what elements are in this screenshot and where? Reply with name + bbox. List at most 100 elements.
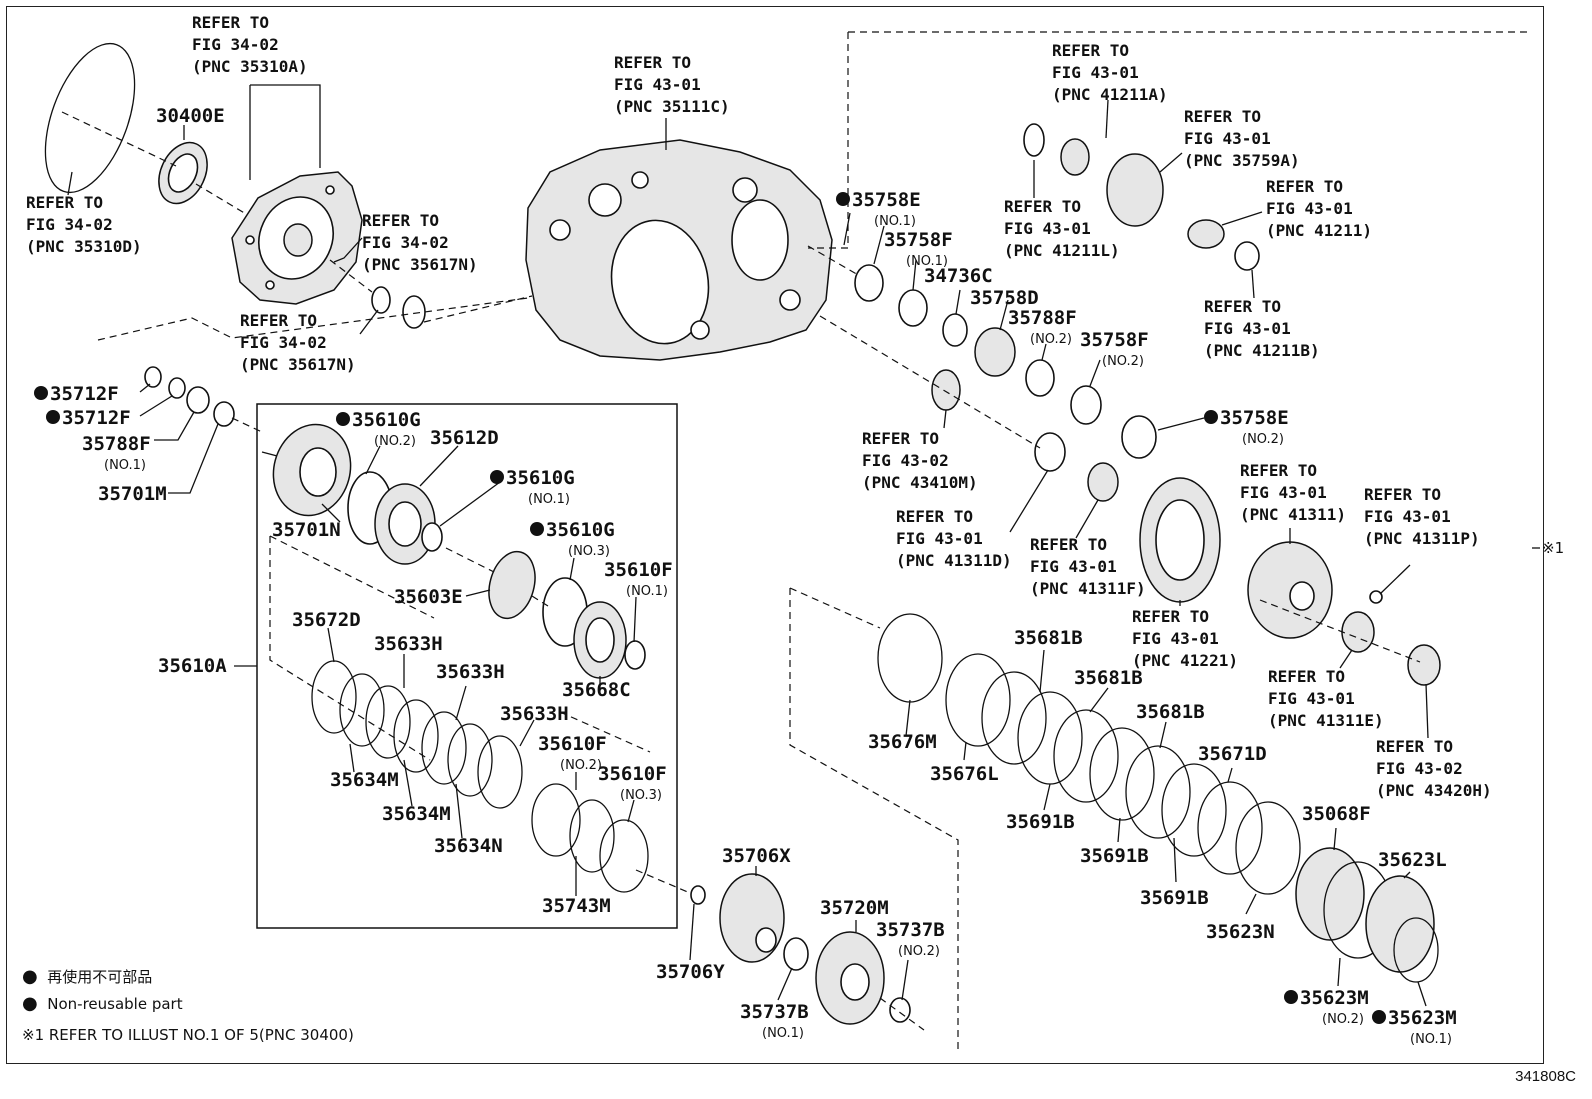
refer-to-line: FIG 43-02: [1376, 759, 1463, 778]
refer-to-line: REFER TO: [362, 211, 439, 230]
part-variant-label: (NO.2): [560, 758, 602, 773]
refer-to-line: FIG 34-02: [362, 233, 449, 252]
part-number-label[interactable]: 35758F: [884, 229, 953, 251]
part-number-label[interactable]: 35623L: [1378, 849, 1447, 871]
part-number-label[interactable]: 35068F: [1302, 803, 1371, 825]
refer-to-line: (PNC 41211L): [1004, 241, 1120, 260]
part-number-label[interactable]: 35691B: [1140, 887, 1209, 909]
part-number-label[interactable]: 35623M: [1388, 1007, 1457, 1029]
refer-to-line: FIG 43-01: [1364, 507, 1451, 526]
part-number-label[interactable]: 35676L: [930, 763, 999, 785]
oil-pump-shape: [231, 171, 363, 305]
part-number-label[interactable]: 35634M: [330, 769, 399, 791]
part-variant-label: (NO.2): [898, 944, 940, 959]
non-reusable-dot-icon: [836, 192, 850, 206]
part-number-label[interactable]: 34736C: [924, 265, 993, 287]
refer-to-line: (PNC 41221): [1132, 651, 1238, 670]
part-number-label[interactable]: 35691B: [1006, 811, 1075, 833]
part-number-label[interactable]: 35706X: [722, 845, 791, 867]
transaxle-housing-shape: [525, 139, 833, 361]
part-number-label[interactable]: 35672D: [292, 609, 361, 631]
part-variant-label: (NO.2): [1030, 332, 1072, 347]
part-number-label[interactable]: 35701N: [272, 519, 341, 541]
part-number-label[interactable]: 35623M: [1300, 987, 1369, 1009]
non-reusable-dot-icon: [1372, 1010, 1386, 1024]
part-number-label[interactable]: 35610F: [598, 763, 667, 785]
part-number-label[interactable]: 35720M: [820, 897, 889, 919]
part-number-label[interactable]: 35676M: [868, 731, 937, 753]
leader-lines: [67, 84, 1540, 1007]
part-number-label[interactable]: 35758E: [852, 189, 921, 211]
non-reusable-dot-icon: [1284, 990, 1298, 1004]
part-number-label[interactable]: 35633H: [500, 703, 569, 725]
refer-to-line: FIG 43-01: [896, 529, 983, 548]
refer-to-line: FIG 43-01: [1030, 557, 1117, 576]
part-number-label[interactable]: 35681B: [1014, 627, 1083, 649]
refer-to-line: FIG 43-01: [1132, 629, 1219, 648]
part-variant-label: (NO.1): [874, 214, 916, 229]
part-number-label[interactable]: 35712F: [50, 383, 119, 405]
part-number-label[interactable]: 35701M: [98, 483, 167, 505]
refer-to-line: (PNC 41311D): [896, 551, 1012, 570]
part-number-label[interactable]: 35737B: [740, 1001, 809, 1023]
part-number-label[interactable]: 35603E: [394, 586, 463, 608]
part-number-label[interactable]: 35623N: [1206, 921, 1275, 943]
refer-to-line: (PNC 35310D): [26, 237, 142, 256]
part-number-label[interactable]: 35758F: [1080, 329, 1149, 351]
part-number-label[interactable]: 35681B: [1074, 667, 1143, 689]
part-number-label[interactable]: 35758E: [1220, 407, 1289, 429]
part-variant-label: (NO.1): [528, 492, 570, 507]
refer-to-line: (PNC 43410M): [862, 473, 978, 492]
part-number-label[interactable]: 35788F: [1008, 307, 1077, 329]
part-number-label[interactable]: 30400E: [156, 105, 225, 127]
refer-to-line: FIG 43-01: [1184, 129, 1271, 148]
refer-to-line: REFER TO: [614, 53, 691, 72]
part-number-label[interactable]: 35612D: [430, 427, 499, 449]
refer-to-line: FIG 43-01: [1266, 199, 1353, 218]
refer-to-line: FIG 43-01: [1204, 319, 1291, 338]
part-number-label[interactable]: 35634M: [382, 803, 451, 825]
part-number-label[interactable]: 35633H: [374, 633, 443, 655]
part-number-label[interactable]: 35668C: [562, 679, 631, 701]
part-variant-label: (NO.3): [620, 788, 662, 803]
refer-to-line: (PNC 35111C): [614, 97, 730, 116]
non-reusable-dot-icon: [530, 522, 544, 536]
refer-to-line: REFER TO: [896, 507, 973, 526]
part-number-label[interactable]: 35671D: [1198, 743, 1267, 765]
part-number-label[interactable]: 35681B: [1136, 701, 1205, 723]
non-reusable-dot-icon: [34, 386, 48, 400]
part-number-label[interactable]: 35610G: [506, 467, 575, 489]
refer-to-line: (PNC 41311): [1240, 505, 1346, 524]
refer-to-line: REFER TO: [1132, 607, 1209, 626]
refer-to-line: REFER TO: [1204, 297, 1281, 316]
part-number-label[interactable]: 35610G: [352, 409, 421, 431]
part-number-label[interactable]: 35788F: [82, 433, 151, 455]
part-number-label[interactable]: 35610F: [604, 559, 673, 581]
refer-to-line: (PNC 35759A): [1184, 151, 1300, 170]
refer-to-line: (PNC 35617N): [362, 255, 478, 274]
part-number-label[interactable]: 35610A: [158, 655, 227, 677]
refer-to-line: (PNC 43420H): [1376, 781, 1492, 800]
part-number-label[interactable]: 35737B: [876, 919, 945, 941]
non-reusable-dot-icon: ●: [22, 993, 38, 1014]
part-number-label[interactable]: 35691B: [1080, 845, 1149, 867]
part-number-label[interactable]: 35743M: [542, 895, 611, 917]
non-reusable-dot-icon: ●: [22, 966, 38, 987]
part-number-label[interactable]: 35712F: [62, 407, 131, 429]
part-variant-label: (NO.3): [568, 544, 610, 559]
part-number-label[interactable]: 35610G: [546, 519, 615, 541]
part-number-label[interactable]: 35758D: [970, 287, 1039, 309]
part-number-label[interactable]: 35610F: [538, 733, 607, 755]
part-number-label[interactable]: 35634N: [434, 835, 503, 857]
refer-to-line: REFER TO: [862, 429, 939, 448]
part-number-label[interactable]: 35706Y: [656, 961, 725, 983]
part-number-label[interactable]: 35633H: [436, 661, 505, 683]
